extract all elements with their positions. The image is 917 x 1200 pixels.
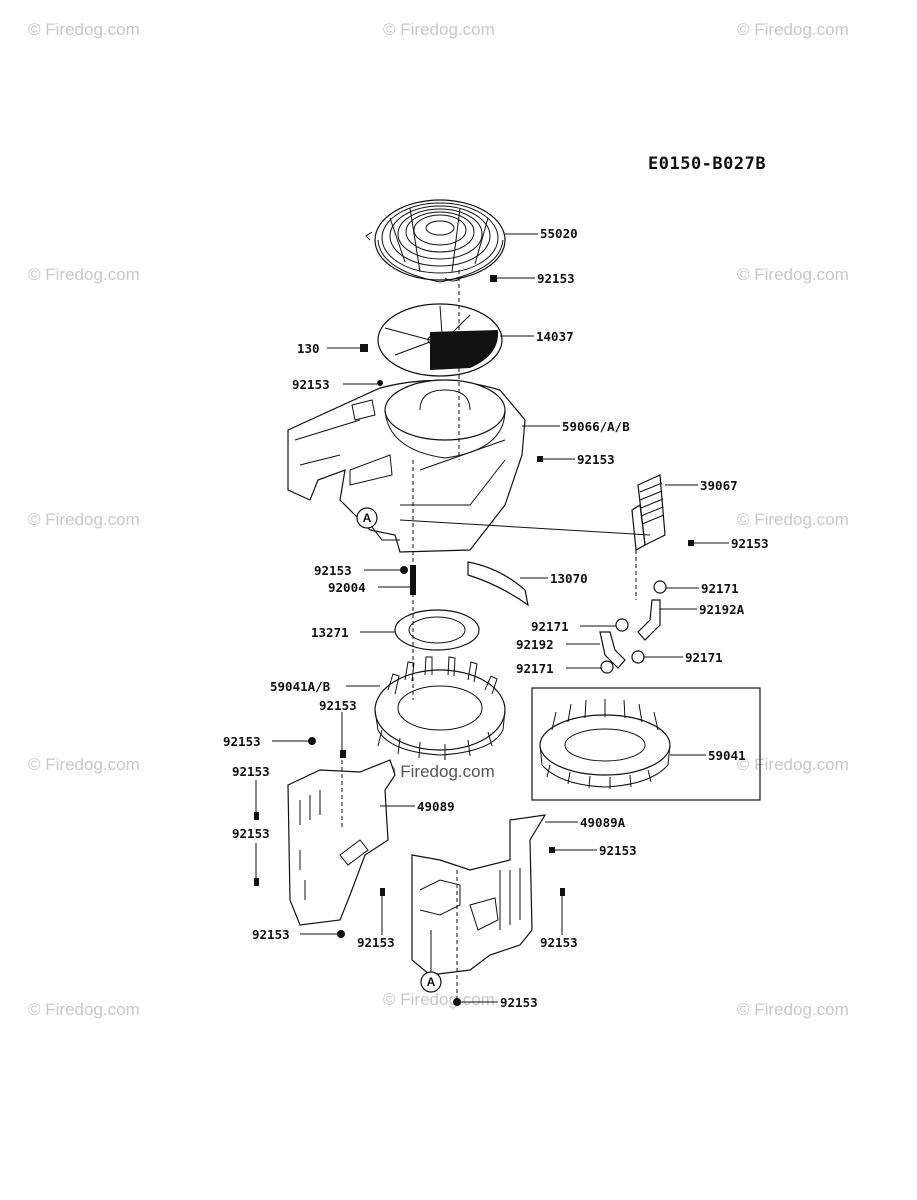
part-label: 92153 [292, 377, 330, 392]
part-label: 49089A [580, 815, 626, 830]
guide-part [467, 561, 529, 607]
callout-a-top: A [356, 507, 400, 541]
part-label: 92153 [731, 536, 769, 551]
part-label: 92153 [314, 563, 352, 578]
diagram-code: E0150-B027B [648, 154, 766, 174]
watermark: © Firedog.com [28, 510, 140, 529]
part-label: 92171 [516, 661, 554, 676]
shroud-right-part [411, 814, 547, 976]
part-label: 59066/A/B [562, 419, 630, 434]
part-label: 92153 [577, 452, 615, 467]
part-label: 92153 [537, 271, 575, 286]
part-label: 130 [297, 341, 320, 356]
part-label: 92153 [223, 734, 261, 749]
watermark: © Firedog.com [737, 1000, 849, 1019]
part-label: 14037 [536, 329, 574, 344]
part-label: 49089 [417, 799, 455, 814]
fan-housing-part [287, 379, 526, 553]
hoses-part [599, 580, 667, 674]
callout-a-bottom: A [420, 930, 442, 993]
watermark: © Firedog.com [737, 755, 849, 774]
part-label: 92153 [232, 826, 270, 841]
part-label: 92171 [685, 650, 723, 665]
part-label: 92192 [516, 637, 554, 652]
part-label: 13070 [550, 571, 588, 586]
watermark: © Firedog.com [28, 265, 140, 284]
watermark: © Firedog.com [383, 990, 495, 1009]
part-labels: 55020 92153 130 14037 92153 59066/A/B 92… [223, 226, 769, 1010]
part-label: 59041 [708, 748, 746, 763]
watermark: © Firedog.com [28, 1000, 140, 1019]
part-label: 92153 [319, 698, 357, 713]
gasket-part [394, 609, 480, 651]
rotating-screen-part [365, 199, 506, 283]
part-label: 92171 [531, 619, 569, 634]
part-label: 92192A [699, 602, 745, 617]
watermark: © Firedog.com [383, 762, 495, 781]
part-label: 92171 [701, 581, 739, 596]
svg-text:A: A [427, 975, 436, 989]
screen-plate-part [377, 303, 503, 377]
part-label: 39067 [700, 478, 738, 493]
part-label: 92153 [599, 843, 637, 858]
watermark: © Firedog.com [383, 20, 495, 39]
part-label: 92153 [500, 995, 538, 1010]
oil-cooler-part [631, 474, 666, 551]
fan-inset-part [531, 687, 761, 801]
part-label: 13271 [311, 625, 349, 640]
part-label: 59041A/B [270, 679, 331, 694]
watermark: © Firedog.com [737, 265, 849, 284]
watermark: © Firedog.com [28, 20, 140, 39]
watermark: © Firedog.com [28, 755, 140, 774]
leader-lines [255, 233, 729, 1003]
part-label: 92153 [357, 935, 395, 950]
alignment-lines [341, 270, 651, 1000]
watermark: © Firedog.com [737, 20, 849, 39]
watermark: © Firedog.com [737, 510, 849, 529]
svg-text:A: A [363, 511, 372, 525]
part-label: 92153 [252, 927, 290, 942]
fan-ab-part [374, 656, 506, 760]
shroud-left-part [287, 759, 396, 926]
part-label: 92153 [232, 764, 270, 779]
part-label: 92153 [540, 935, 578, 950]
part-label: 55020 [540, 226, 578, 241]
part-label: 92004 [328, 580, 366, 595]
